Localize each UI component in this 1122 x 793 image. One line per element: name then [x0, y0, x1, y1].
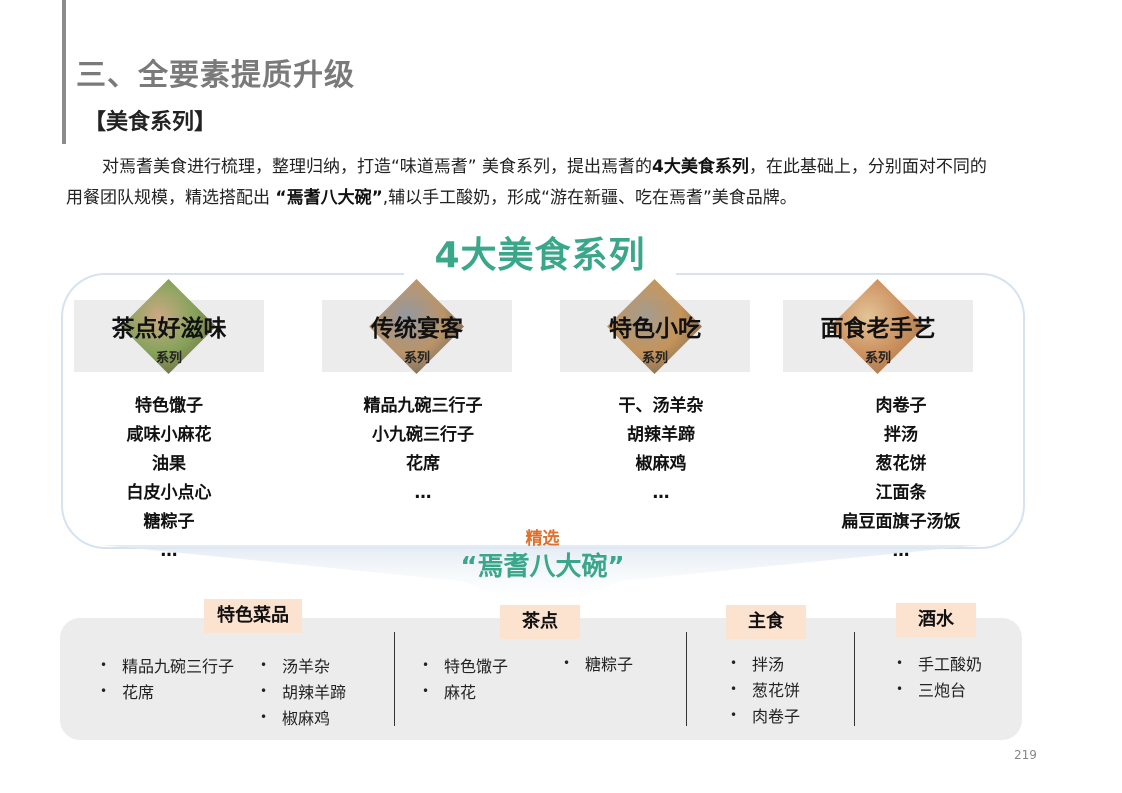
- list-item: 扁豆面旗子汤饭: [841, 512, 961, 532]
- page-number: 219: [1014, 748, 1037, 762]
- list-item: 肉卷子: [875, 396, 927, 416]
- series-item-list: 干、汤羊杂 胡辣羊蹄 椒麻鸡 …: [551, 392, 771, 508]
- category-item-list: 糖粽子: [563, 652, 633, 678]
- category-divider: [686, 632, 687, 726]
- series-card-street-food: 特色小吃 系列: [560, 279, 750, 383]
- category-tab-tea-snacks: 茶点: [500, 605, 580, 639]
- category-item-list: 手工酸奶 三炮台: [896, 652, 982, 704]
- series-card-subtitle: 系列: [155, 351, 182, 366]
- list-item: 精品九碗三行子: [100, 654, 234, 680]
- series-card-subtitle: 系列: [403, 351, 430, 366]
- list-item: …: [652, 483, 670, 503]
- list-item: 拌汤: [730, 652, 800, 678]
- list-item: 咸味小麻花: [126, 425, 212, 445]
- list-item: 三炮台: [896, 678, 982, 704]
- category-divider: [854, 632, 855, 726]
- series-card-title: 茶点好滋味: [111, 316, 227, 342]
- list-item: 葱花饼: [875, 454, 927, 474]
- list-item: 麻花: [422, 680, 508, 706]
- category-item-list: 特色馓子 麻花: [422, 654, 508, 706]
- section-title: 【美食系列】: [84, 110, 217, 135]
- series-card-title: 面食老手艺: [820, 316, 936, 342]
- list-item: 椒麻鸡: [260, 706, 346, 732]
- category-divider: [394, 632, 395, 726]
- category-item-list: 拌汤 葱花饼 肉卷子: [730, 652, 800, 730]
- page-title: 三、全要素提质升级: [76, 58, 355, 93]
- eight-bowls-title: “焉耆八大碗”: [460, 552, 625, 582]
- list-item: 白皮小点心: [126, 483, 212, 503]
- intro-text-1: 对焉耆美食进行梳理，整理归纳，打造“味道焉耆” 美食系列，提出焉耆的: [102, 157, 653, 177]
- category-tab-dishes: 特色菜品: [204, 599, 302, 633]
- list-item: 汤羊杂: [260, 654, 346, 680]
- intro-paragraph: 对焉耆美食进行梳理，整理归纳，打造“味道焉耆” 美食系列，提出焉耆的4大美食系列…: [66, 152, 996, 214]
- series-card-subtitle: 系列: [641, 351, 668, 366]
- list-item: …: [414, 483, 432, 503]
- series-card-title: 特色小吃: [609, 316, 701, 342]
- list-item: 糖粽子: [143, 512, 195, 532]
- list-item: 江面条: [875, 483, 927, 503]
- list-item: 特色馓子: [422, 654, 508, 680]
- list-item: 手工酸奶: [896, 652, 982, 678]
- series-card-banquet: 传统宴客 系列: [322, 279, 512, 383]
- category-tab-staples: 主食: [726, 605, 806, 639]
- series-card-tea-snacks: 茶点好滋味 系列: [74, 279, 264, 383]
- list-item: 肉卷子: [730, 704, 800, 730]
- title-accent-bar: [62, 0, 66, 144]
- intro-bold-four-series: 4大美食系列: [652, 157, 749, 177]
- category-item-list: 精品九碗三行子 花席: [100, 654, 234, 706]
- series-card-noodles: 面食老手艺 系列: [783, 279, 973, 383]
- intro-text-2: ，在此基础上，分别面对不同的用餐团队规模，精选搭配出: [66, 157, 987, 208]
- list-item: 胡辣羊蹄: [260, 680, 346, 706]
- list-item: 胡辣羊蹄: [627, 425, 695, 445]
- series-item-list: 精品九碗三行子 小九碗三行子 花席 …: [313, 392, 533, 508]
- list-item: 小九碗三行子: [372, 425, 474, 445]
- list-item: 特色馓子: [135, 396, 203, 416]
- list-item: 椒麻鸡: [635, 454, 687, 474]
- list-item: 拌汤: [884, 425, 918, 445]
- list-item: 葱花饼: [730, 678, 800, 704]
- category-tab-drinks: 酒水: [896, 603, 976, 637]
- intro-bold-eight-bowls: “焉耆八大碗”: [275, 188, 383, 208]
- series-card-subtitle: 系列: [864, 351, 891, 366]
- list-item: 花席: [100, 680, 234, 706]
- intro-text-3: ,辅以手工酸奶，形成“游在新疆、吃在焉耆”美食品牌。: [382, 188, 797, 208]
- series-card-title: 传统宴客: [371, 316, 463, 342]
- frame-title-gap: [404, 268, 676, 278]
- selection-label: 精选: [525, 529, 560, 549]
- list-item: 糖粽子: [563, 652, 633, 678]
- list-item: 干、汤羊杂: [618, 396, 704, 416]
- four-series-heading: 4大美食系列: [434, 235, 646, 276]
- list-item: 精品九碗三行子: [363, 396, 483, 416]
- category-item-list: 汤羊杂 胡辣羊蹄 椒麻鸡: [260, 654, 346, 732]
- list-item: 油果: [152, 454, 186, 474]
- list-item: 花席: [406, 454, 440, 474]
- funnel-shape: [101, 545, 981, 611]
